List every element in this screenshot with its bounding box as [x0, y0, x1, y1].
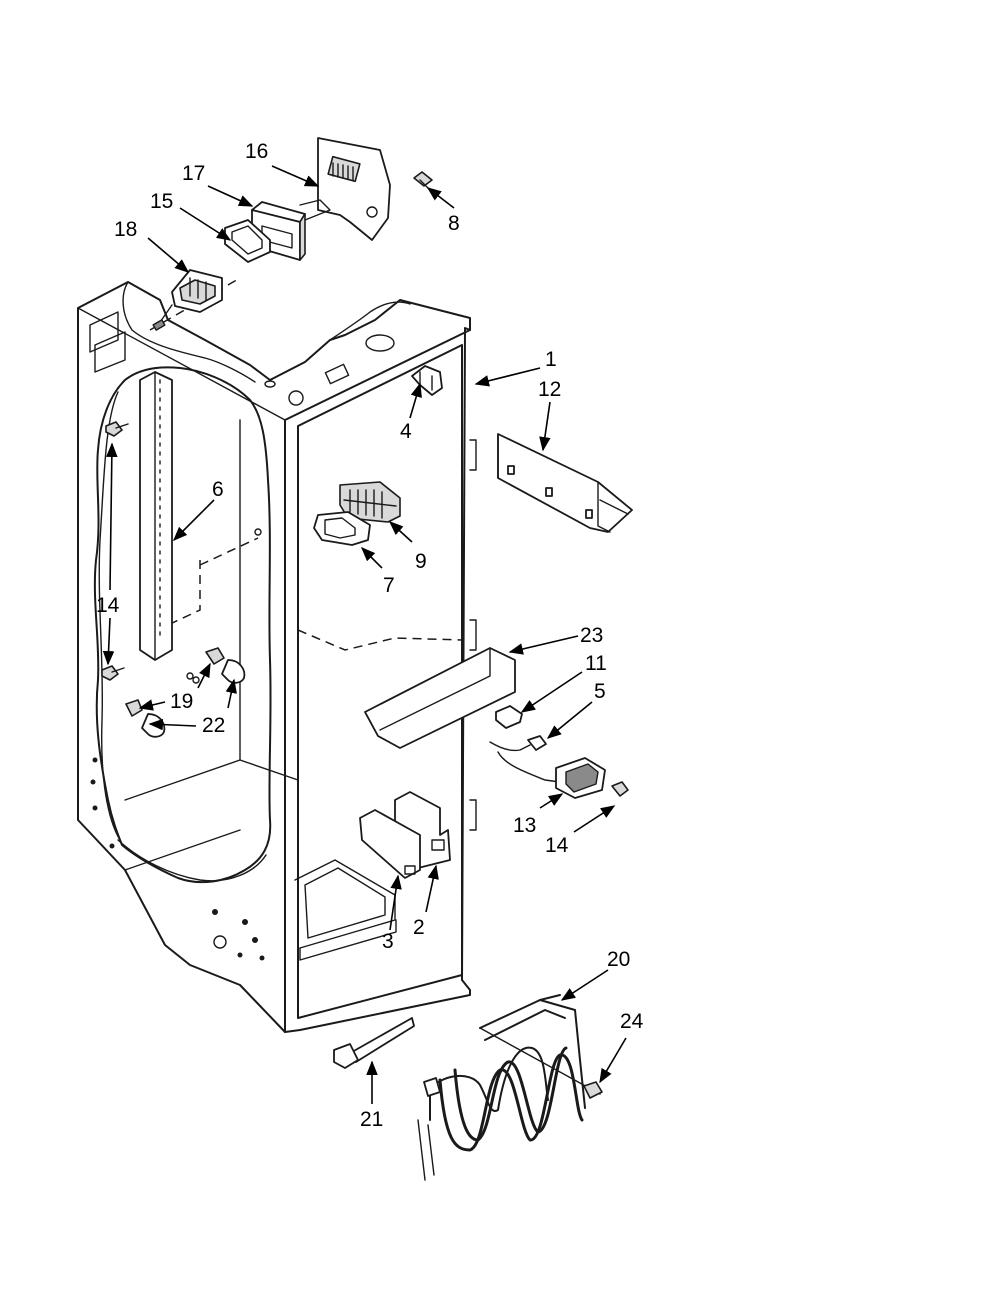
switch-harness: [489, 735, 629, 799]
callout-6: 6: [212, 478, 224, 501]
shelf-rail: [139, 371, 262, 661]
callout-20: 20: [607, 948, 630, 971]
gasket: [224, 219, 271, 263]
bracket-2-3: [359, 791, 451, 879]
callout-13: 13: [513, 814, 536, 837]
screw-8: [413, 171, 433, 191]
light-sockets: [125, 647, 225, 717]
leader-arrows: [102, 165, 627, 1104]
cabinet-liner: [77, 277, 477, 1033]
callout-19: 19: [170, 690, 193, 713]
bracket-11: [495, 705, 523, 729]
callout-11: 11: [585, 652, 607, 675]
callout-7: 7: [383, 574, 395, 597]
callout-3: 3: [382, 930, 394, 953]
callout-8: 8: [448, 212, 460, 235]
screws-14-left: [101, 421, 129, 681]
callout-23: 23: [580, 624, 603, 647]
heater-coil: [417, 994, 603, 1181]
callout-17: 17: [182, 162, 205, 185]
callout-labels: 16 17 15 18 8 1 12 4 6 9 7 14 23 11 5 19…: [96, 140, 644, 1131]
control-housing: [299, 137, 391, 241]
callout-21: 21: [360, 1108, 383, 1131]
callout-16: 16: [245, 140, 268, 163]
callout-15: 15: [150, 190, 173, 213]
callout-9: 9: [415, 550, 427, 573]
callout-2: 2: [413, 916, 425, 939]
air-grille: [339, 481, 401, 523]
callout-1: 1: [545, 348, 557, 371]
callout-12: 12: [538, 378, 561, 401]
thermostat: [152, 269, 223, 331]
callout-5: 5: [594, 680, 606, 703]
cable-tie: [333, 1017, 415, 1069]
front-rail: [364, 647, 516, 749]
light-lens: [313, 511, 371, 546]
callout-14-right: 14: [545, 834, 569, 857]
callout-18: 18: [114, 218, 137, 241]
callout-4: 4: [400, 420, 412, 443]
callout-22: 22: [202, 714, 225, 737]
callout-24: 24: [620, 1010, 644, 1033]
drip-tray: [497, 433, 633, 533]
callout-14-left: 14: [96, 594, 120, 617]
clip-4: [411, 365, 443, 396]
